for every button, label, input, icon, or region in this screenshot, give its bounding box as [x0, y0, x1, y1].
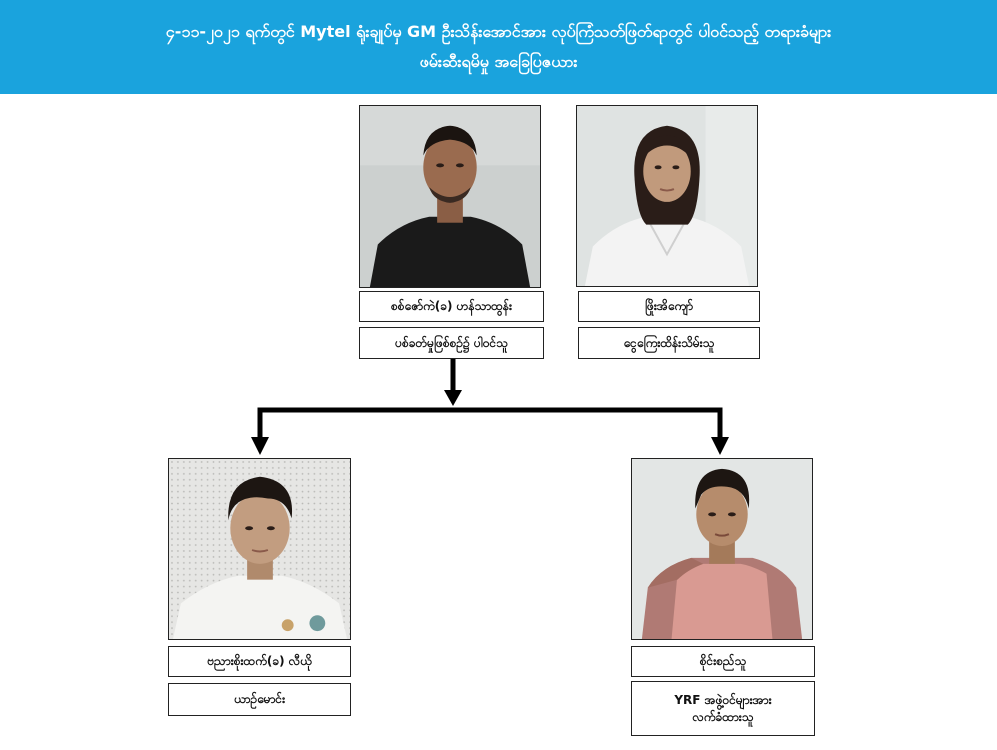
label-top-right-name: ဖြိုးအိကျော်	[578, 291, 760, 322]
header-title-line1: ၄-၁၁-၂၀၂၁ ရက်တွင် Mytel ရုံးချုပ်မှ GM ဦ…	[165, 22, 832, 41]
header-banner: ၄-၁၁-၂၀၂၁ ရက်တွင် Mytel ရုံးချုပ်မှ GM ဦ…	[0, 0, 997, 94]
role-text-line2: လက်ခံထားသူ	[692, 709, 754, 724]
name-text: စိုင်းစည်သူ	[699, 654, 747, 668]
person-photo-male-1	[360, 106, 540, 287]
role-text: ငွေကြေးထိန်းသိမ်းသူ	[623, 335, 715, 350]
person-photo-male-3	[632, 459, 812, 639]
label-bottom-left-name: ဗညားစိုးထက်(ခ) လီယို	[168, 646, 351, 677]
photo-top-right	[576, 105, 758, 287]
role-text: ပစ်ခတ်မှုဖြစ်စဉ်၌ ပါဝင်သူ	[395, 335, 508, 350]
name-text: ဗညားစိုးထက်(ခ) လီယို	[207, 654, 312, 668]
role-text: ယာဉ်မောင်း	[233, 692, 286, 706]
arrow-head-right	[711, 437, 729, 455]
label-top-left-name: စစ်ဇော်ကဲ(ခ) ဟန်သာထွန်း	[359, 291, 544, 322]
photo-bottom-left	[168, 458, 351, 640]
name-text: စစ်ဇော်ကဲ(ခ) ဟန်သာထွန်း	[390, 299, 513, 313]
role-text-line1: YRF အဖွဲ့ဝင်များအား	[674, 692, 772, 707]
name-text: ဖြိုးအိကျော်	[644, 299, 694, 313]
photo-top-left	[359, 105, 541, 288]
person-photo-female-1	[577, 106, 757, 286]
person-photo-male-2	[169, 459, 350, 639]
label-top-left-role: ပစ်ခတ်မှုဖြစ်စဉ်၌ ပါဝင်သူ	[359, 327, 544, 359]
label-top-right-role: ငွေကြေးထိန်းသိမ်းသူ	[578, 327, 760, 359]
arrow-head-top	[444, 390, 462, 406]
label-bottom-left-role: ယာဉ်မောင်း	[168, 683, 351, 716]
label-bottom-right-name: စိုင်းစည်သူ	[631, 646, 815, 677]
header-title-line2: ဖမ်းဆီးရမိမှု အခြေပြဇယား	[419, 52, 578, 71]
label-bottom-right-role: YRF အဖွဲ့ဝင်များအား လက်ခံထားသူ	[631, 681, 815, 736]
photo-bottom-right	[631, 458, 813, 640]
arrow-head-left	[251, 437, 269, 455]
